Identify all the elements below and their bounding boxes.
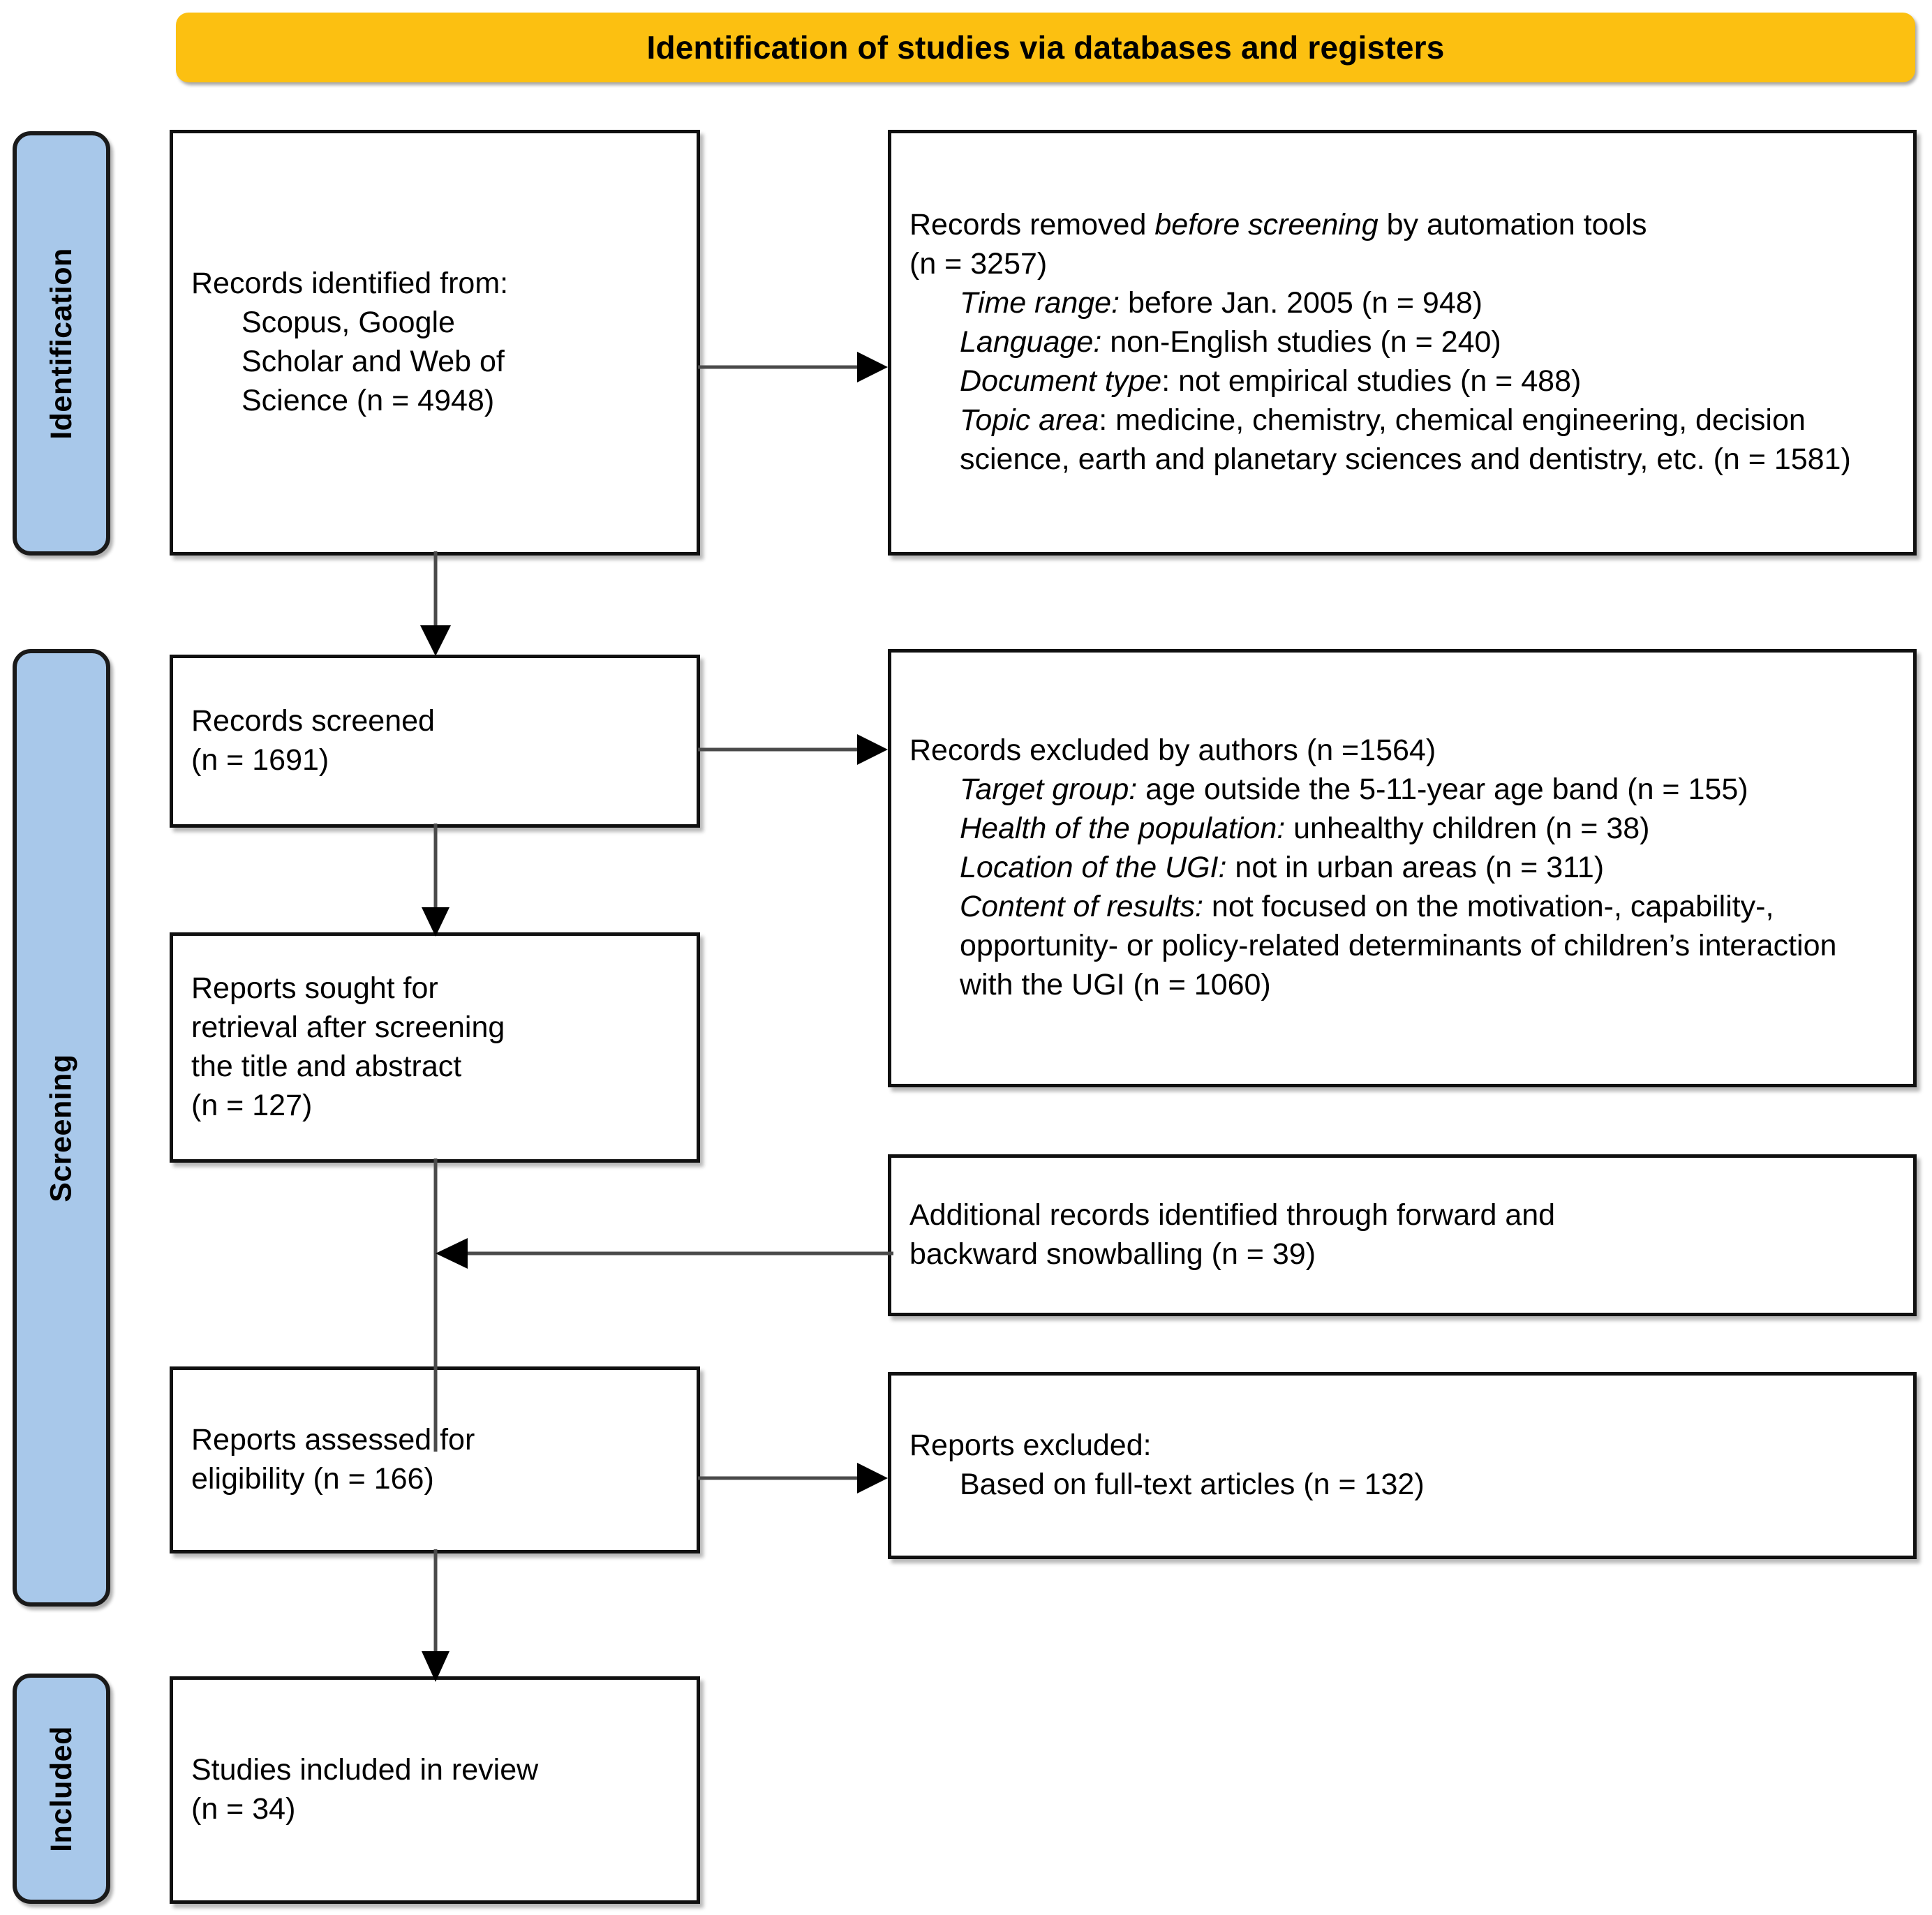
records-removed-headline-b: by automation tools: [1378, 208, 1647, 242]
records-excluded-item-location: Location of the UGI: not in urban areas …: [909, 849, 1895, 888]
stage-label-included: Included: [13, 1674, 110, 1904]
records-excluded-item-target-group: Target group: age outside the 5-11-year …: [909, 770, 1895, 810]
reports-sought-line4: (n = 127): [191, 1088, 313, 1122]
records-identified-line1: Records identified from:: [191, 267, 509, 301]
arrow-identified-to-removed: [698, 349, 893, 391]
stage-label-included-text: Included: [44, 1725, 78, 1852]
records-removed-item4-text: : medicine, chemistry, chemical engineer…: [960, 403, 1851, 476]
stage-label-identification: Identification: [13, 131, 110, 556]
records-excluded-item2-text: unhealthy children (n = 38): [1285, 812, 1650, 846]
records-excluded-item1-label: Target group:: [960, 773, 1138, 807]
records-removed-item3-label: Document type: [960, 364, 1162, 398]
records-removed-item4-label: Topic area: [960, 403, 1099, 437]
diagram-title: Identification of studies via databases …: [646, 29, 1445, 66]
reports-sought-line1: Reports sought for: [191, 971, 438, 1006]
records-removed-headline: Records removed before screening by auto…: [909, 206, 1895, 245]
stage-label-screening: Screening: [13, 649, 110, 1607]
box-studies-included: Studies included in review (n = 34): [170, 1676, 700, 1904]
records-identified-line3: Scholar and Web of: [242, 345, 505, 378]
snowball-line1: Additional records identified through fo…: [909, 1198, 1556, 1232]
stage-label-identification-text: Identification: [44, 247, 78, 440]
reports-assessed-line2: eligibility (n = 166): [191, 1462, 434, 1496]
records-excluded-item4-text: not focused on the motivation-, capabili…: [960, 889, 1837, 1001]
box-records-identified: Records identified from: Scopus, Google …: [170, 130, 700, 556]
reports-sought-line3: the title and abstract: [191, 1050, 462, 1083]
arrow-screened-to-sought: [419, 824, 461, 942]
arrow-assessed-to-included: [419, 1549, 461, 1689]
arrow-assessed-to-reports-excluded: [698, 1460, 893, 1502]
box-reports-excluded: Reports excluded: Based on full-text art…: [888, 1372, 1917, 1559]
records-removed-item-document-type: Document type: not empirical studies (n …: [909, 362, 1895, 401]
snowball-line2: backward snowballing (n = 39): [909, 1237, 1316, 1271]
records-removed-item-topic-area: Topic area: medicine, chemistry, chemica…: [909, 401, 1895, 479]
box-records-excluded-by-authors: Records excluded by authors (n =1564) Ta…: [888, 649, 1917, 1087]
arrow-identified-to-screened: [419, 551, 461, 657]
box-reports-sought: Reports sought for retrieval after scree…: [170, 932, 700, 1163]
box-records-removed: Records removed before screening by auto…: [888, 130, 1917, 556]
records-excluded-item-health: Health of the population: unhealthy chil…: [909, 810, 1895, 849]
studies-included-line2: (n = 34): [191, 1792, 296, 1826]
box-additional-records-snowballing: Additional records identified through fo…: [888, 1154, 1917, 1316]
records-identified-line2: Scopus, Google: [242, 306, 455, 340]
records-removed-item3-text: : not empirical studies (n = 488): [1161, 364, 1582, 398]
reports-sought-line2: retrieval after screening: [191, 1011, 505, 1045]
records-removed-count: (n = 3257): [909, 247, 1048, 281]
stage-label-screening-text: Screening: [44, 1053, 78, 1202]
records-screened-line2: (n = 1691): [191, 743, 329, 777]
box-records-screened: Records screened (n = 1691): [170, 655, 700, 828]
records-excluded-headline: Records excluded by authors (n =1564): [909, 733, 1436, 768]
records-removed-item2-text: non-English studies (n = 240): [1101, 325, 1501, 359]
records-excluded-item1-text: age outside the 5-11-year age band (n = …: [1137, 773, 1748, 807]
reports-excluded-line2: Based on full-text articles (n = 132): [960, 1468, 1425, 1501]
records-excluded-item3-text: not in urban areas (n = 311): [1226, 851, 1605, 885]
records-excluded-item3-label: Location of the UGI:: [960, 851, 1227, 885]
records-excluded-item-content: Content of results: not focused on the m…: [909, 888, 1895, 1005]
studies-included-line1: Studies included in review: [191, 1753, 539, 1787]
records-removed-item-language: Language: non-English studies (n = 240): [909, 323, 1895, 362]
reports-excluded-line1: Reports excluded:: [909, 1429, 1152, 1463]
records-removed-headline-a: Records removed: [909, 208, 1155, 242]
arrow-snowballing-to-sought-stream: [433, 1235, 893, 1277]
records-excluded-item4-label: Content of results:: [960, 889, 1203, 923]
records-removed-item-time-range: Time range: before Jan. 2005 (n = 948): [909, 284, 1895, 323]
reports-assessed-line1: Reports assessed for: [191, 1423, 475, 1457]
records-excluded-item2-label: Health of the population:: [960, 812, 1286, 846]
records-removed-item1-text: before Jan. 2005 (n = 948): [1120, 286, 1483, 320]
records-removed-item2-label: Language:: [960, 325, 1102, 359]
line-sought-to-assessed: [419, 1158, 461, 1452]
arrow-screened-to-excluded-authors: [698, 731, 893, 773]
records-removed-headline-em: before screening: [1154, 208, 1379, 242]
diagram-header-banner: Identification of studies via databases …: [176, 13, 1915, 82]
records-identified-line4: Science (n = 4948): [242, 383, 495, 417]
records-screened-line1: Records screened: [191, 704, 435, 738]
records-removed-item1-label: Time range:: [960, 286, 1120, 320]
